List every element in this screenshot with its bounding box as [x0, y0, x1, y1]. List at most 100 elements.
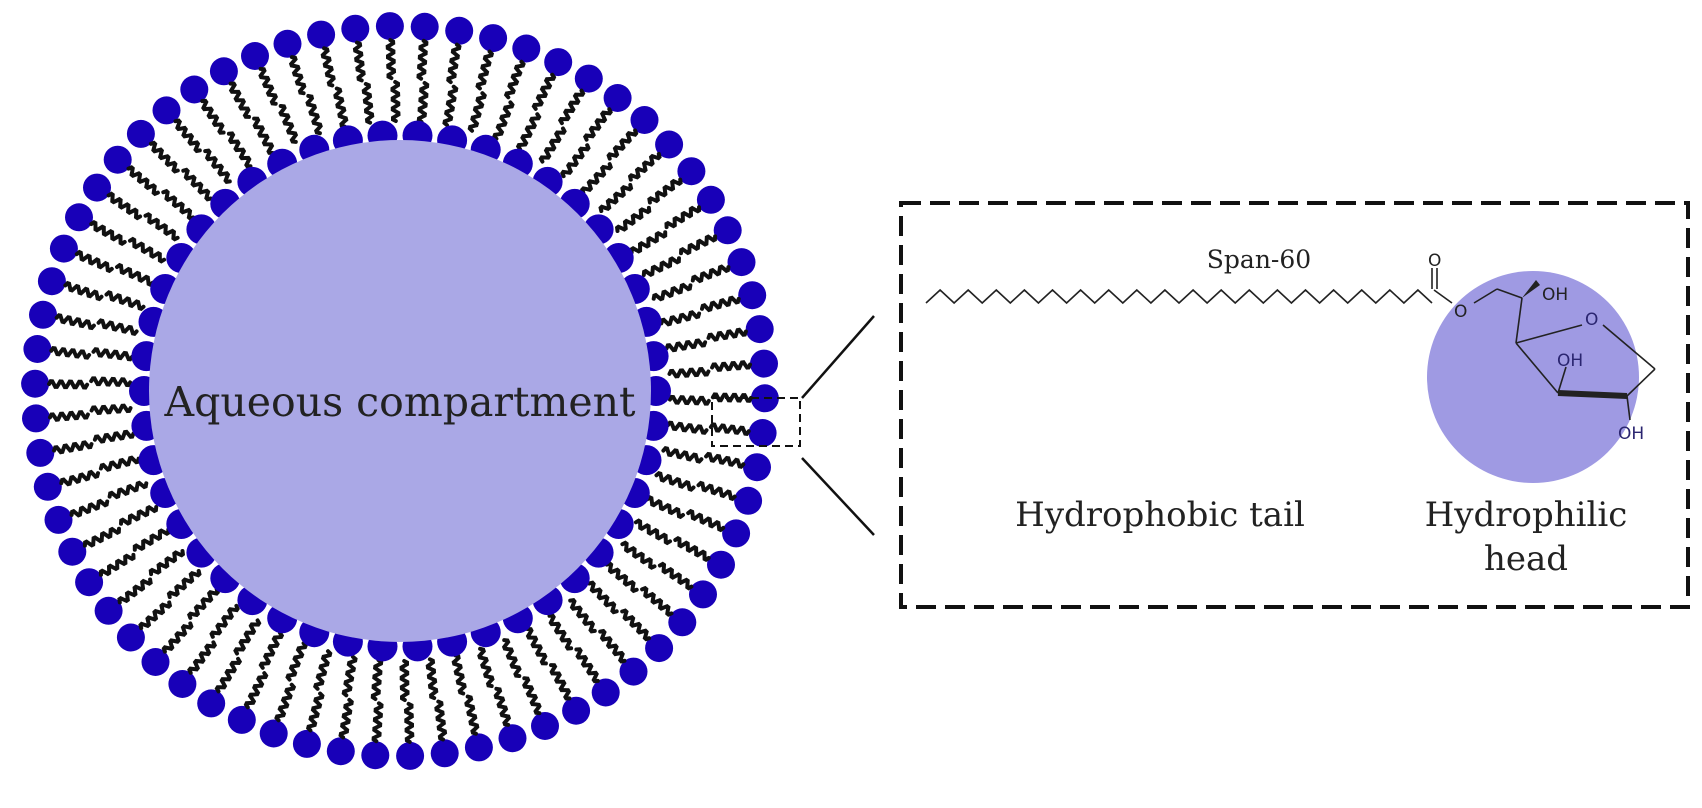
- outer-head: [512, 34, 541, 63]
- outer-tail: [106, 191, 143, 221]
- outer-head: [103, 145, 132, 174]
- vesicle: Aqueous compartment: [21, 12, 779, 770]
- atom-oh-bottom: OH: [1618, 424, 1644, 444]
- inner-tail: [119, 504, 159, 526]
- outer-tail: [214, 656, 243, 694]
- inner-tail: [252, 116, 275, 155]
- outer-head: [668, 608, 697, 637]
- outer-head-layer: [21, 12, 779, 770]
- inner-tail: [614, 205, 652, 233]
- outer-head: [33, 472, 62, 501]
- outer-tail: [126, 165, 160, 197]
- inner-tail: [91, 347, 135, 362]
- inner-tail: [370, 658, 384, 701]
- outer-tail: [531, 72, 557, 111]
- outer-tail: [187, 640, 218, 675]
- outer-tail: [52, 440, 94, 455]
- outer-head: [326, 737, 355, 766]
- outer-head: [410, 12, 439, 41]
- atom-oh-top: OH: [1542, 285, 1568, 305]
- inner-tail: [451, 653, 467, 696]
- outer-tail: [475, 49, 495, 91]
- inner-tail: [629, 230, 668, 255]
- outer-tail: [69, 498, 110, 518]
- tail-layer: [47, 38, 753, 744]
- outer-head: [574, 64, 603, 93]
- outer-head: [21, 369, 50, 398]
- outer-head: [83, 173, 111, 202]
- outer-tail: [228, 81, 251, 119]
- outer-tail: [686, 508, 726, 533]
- inner-tail: [128, 236, 167, 264]
- inner-tail: [278, 104, 299, 144]
- outer-tail: [54, 313, 96, 331]
- outer-head: [562, 696, 591, 725]
- ring-bond-d: [1515, 342, 1559, 394]
- outer-tail: [200, 98, 226, 135]
- inner-tail: [664, 338, 708, 353]
- outer-tail: [704, 451, 746, 469]
- outer-tail: [708, 422, 751, 437]
- inner-tail: [143, 212, 180, 242]
- inner-tail: [641, 256, 681, 278]
- outer-tail: [47, 379, 90, 390]
- outer-head: [29, 300, 57, 329]
- hydrophobic-tail-chain: [925, 288, 1433, 305]
- outer-head: [696, 185, 725, 214]
- outer-tail: [574, 647, 600, 684]
- ring-bond-c: [1626, 368, 1656, 397]
- inner-tail: [416, 81, 430, 124]
- outer-head: [745, 315, 774, 344]
- inner-tail: [568, 597, 597, 634]
- outer-head: [44, 505, 73, 534]
- outer-head: [273, 29, 302, 58]
- inner-tail: [390, 80, 401, 123]
- hydrophilic-head-highlight: [1427, 271, 1639, 483]
- ring-bond-b: [1602, 324, 1656, 370]
- outer-tail: [59, 469, 100, 487]
- outer-tail: [710, 360, 752, 372]
- outer-head: [479, 24, 508, 53]
- outer-tail: [352, 40, 366, 83]
- ch2-bond: [1496, 288, 1523, 299]
- outer-head: [655, 130, 684, 159]
- outer-head: [713, 216, 742, 245]
- inner-tail: [89, 376, 133, 388]
- outer-head: [116, 623, 145, 652]
- inner-tail: [442, 84, 459, 128]
- inner-tail: [515, 112, 542, 152]
- outer-tail: [690, 264, 731, 284]
- inner-tail: [477, 646, 495, 689]
- zoom-box: [711, 397, 801, 447]
- inner-tail: [661, 445, 704, 464]
- oh-bottom-bond: [1626, 395, 1631, 421]
- outer-tail: [647, 177, 683, 205]
- outer-tail: [673, 536, 711, 562]
- outer-head: [141, 648, 170, 676]
- inner-tail: [258, 630, 285, 670]
- inner-tail: [107, 480, 149, 500]
- outer-head: [22, 404, 50, 433]
- outer-tail: [173, 118, 202, 154]
- outer-tail: [664, 205, 702, 230]
- outer-tail: [98, 552, 136, 577]
- outer-head: [464, 733, 493, 762]
- inner-tail: [181, 167, 213, 202]
- inner-tail: [161, 188, 196, 221]
- outer-tail: [403, 701, 415, 744]
- outer-tail: [549, 663, 572, 701]
- inner-tail: [467, 91, 487, 133]
- inner-tail: [187, 587, 220, 620]
- outer-tail: [385, 38, 397, 81]
- outer-head: [630, 106, 659, 134]
- inner-tail: [313, 649, 333, 691]
- core-label: Aqueous compartment: [164, 378, 637, 426]
- outer-head: [307, 20, 336, 49]
- outer-head: [152, 96, 181, 125]
- inner-tail: [89, 403, 133, 415]
- outer-head: [445, 16, 474, 45]
- inner-tail: [580, 162, 613, 195]
- outer-tail: [620, 608, 652, 642]
- outer-head: [126, 119, 155, 148]
